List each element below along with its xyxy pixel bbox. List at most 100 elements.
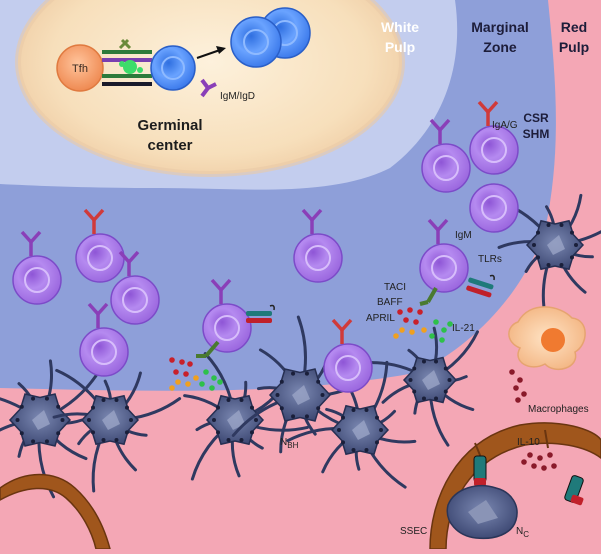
germinal-center-label-line2: center xyxy=(147,137,192,154)
cytokine-dot xyxy=(199,381,205,387)
cytokine-dot xyxy=(403,317,409,323)
baff-label: BAFF xyxy=(377,297,403,308)
taci-stalk-center xyxy=(196,340,220,358)
cytokine-dot xyxy=(409,329,415,335)
cytokine-dot xyxy=(407,307,413,313)
nbh-label: NBH xyxy=(280,437,299,450)
cytokine-dot xyxy=(515,397,521,403)
b-cell xyxy=(421,118,471,193)
marginal-zone-label-line2: Zone xyxy=(483,39,517,55)
dendritic-cell xyxy=(495,193,601,319)
cytokine-dot xyxy=(439,337,445,343)
antibody xyxy=(118,250,140,276)
cytokine-dot xyxy=(397,309,403,315)
cytokine-dot xyxy=(211,375,217,381)
b-cell xyxy=(469,100,519,175)
antibody xyxy=(477,100,499,126)
antibody xyxy=(83,208,105,234)
cytokine-dot xyxy=(179,359,185,365)
cytokine-dot xyxy=(203,369,209,375)
b-cell xyxy=(323,318,373,393)
april-label: APRIL xyxy=(366,313,395,324)
cytokine-dot xyxy=(521,391,527,397)
cytokine-dot xyxy=(537,455,543,461)
macrophages-label: Macrophages xyxy=(528,404,589,415)
cytokine-dot xyxy=(183,371,189,377)
dendritic-cell-network xyxy=(0,193,601,499)
b-cell xyxy=(202,278,252,353)
antibody xyxy=(429,118,451,144)
igm-igd-antibody xyxy=(200,78,217,98)
antibody xyxy=(20,230,42,256)
cytokine-dot xyxy=(527,452,533,458)
antibody xyxy=(331,318,353,344)
macrophage xyxy=(508,306,586,371)
cytokine-dot xyxy=(169,385,175,391)
cytokine-dot xyxy=(185,381,191,387)
tlrs-label: TLRs xyxy=(478,254,502,265)
cytokine-dot xyxy=(209,385,215,391)
dendritic-cell xyxy=(286,360,417,489)
b-cell xyxy=(75,208,125,283)
il10-label: IL-10 xyxy=(517,437,540,448)
germinal-center-b-cell xyxy=(150,45,196,91)
tlr-receptor-center xyxy=(246,304,275,323)
cytokine-dot xyxy=(187,361,193,367)
b-cell xyxy=(110,250,160,325)
cytokine-dot xyxy=(541,465,547,471)
antibody xyxy=(210,278,232,304)
cytokine-dot xyxy=(413,319,419,325)
red-pulp-label-line2: Pulp xyxy=(559,39,589,55)
white-pulp-label-line2: Pulp xyxy=(385,39,415,55)
antibody xyxy=(427,218,449,244)
tfh-b-cell-synapse xyxy=(102,38,152,86)
cytokine-dot xyxy=(175,379,181,385)
cytokine-dot xyxy=(173,369,179,375)
cytokine-dot xyxy=(513,385,519,391)
dendritic-cell xyxy=(363,326,479,447)
marginal-zone-label-line1: Marginal xyxy=(471,19,529,35)
dendritic-cell xyxy=(0,359,102,499)
red-pulp-label-line1: Red xyxy=(561,19,587,35)
ssec-cell xyxy=(446,484,518,540)
ssec-label: SSEC xyxy=(400,526,427,537)
cytokine-dot xyxy=(429,333,435,339)
cytokine-dot xyxy=(551,463,557,469)
dendritic-cell xyxy=(183,352,309,481)
cytokine-dot xyxy=(433,319,439,325)
tlr-receptor-mz xyxy=(466,274,495,298)
b-cell xyxy=(469,183,519,233)
cytokine-dot xyxy=(517,377,523,383)
cytokine-dot xyxy=(547,452,553,458)
cytokine-dot xyxy=(169,357,175,363)
b-cell-layer xyxy=(12,100,519,393)
il21-label: IL-21 xyxy=(452,323,475,334)
antibody xyxy=(301,208,323,234)
b-cell xyxy=(79,302,129,377)
cytokine-dot xyxy=(531,463,537,469)
tfh-cell: Tfh xyxy=(56,44,104,92)
dendritic-cell xyxy=(231,315,370,454)
antibody xyxy=(87,302,109,328)
cytokine-dot xyxy=(421,327,427,333)
il10-receptors xyxy=(473,455,584,506)
cytokine-dots xyxy=(169,307,557,471)
memory-b-cells xyxy=(230,7,311,68)
white-pulp-label-line1: White xyxy=(381,19,419,35)
iga-g-label: IgA/G xyxy=(492,120,518,131)
igm-igd-label: IgM/IgD xyxy=(220,91,255,102)
cytokine-dot xyxy=(521,459,527,465)
cytokine-dot xyxy=(447,321,453,327)
cytokine-dot xyxy=(399,327,405,333)
taci-label: TACI xyxy=(384,282,406,293)
germinal-center-label-line1: Germinal xyxy=(137,117,202,134)
shm-label: SHM xyxy=(523,127,550,141)
taci-stalk-mz xyxy=(419,287,438,306)
cytokine-dot xyxy=(441,327,447,333)
csr-label: CSR xyxy=(523,111,549,125)
tfh-label: Tfh xyxy=(72,63,88,75)
b-cell xyxy=(293,208,343,283)
dendritic-cell xyxy=(52,368,182,493)
